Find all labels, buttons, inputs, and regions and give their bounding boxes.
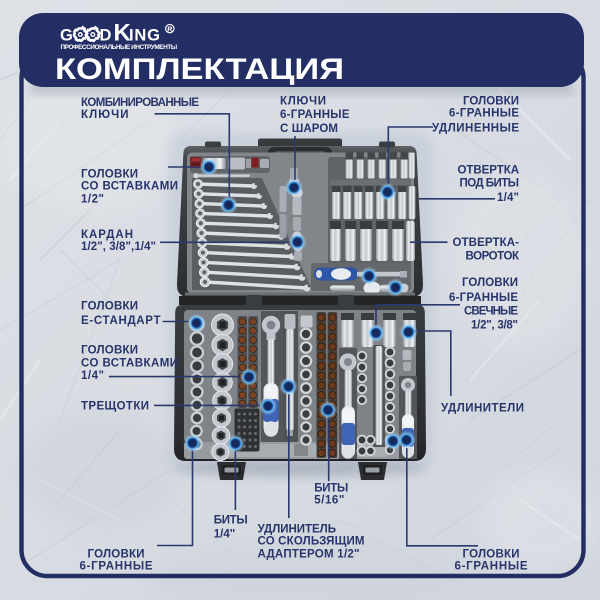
svg-text:КАРДАН: КАРДАН xyxy=(81,229,133,241)
svg-text:СВЕЧНЫЕ: СВЕЧНЫЕ xyxy=(464,305,518,317)
svg-text:БИТЫ: БИТЫ xyxy=(214,514,248,526)
svg-text:УДЛИНЕННЫЕ: УДЛИНЕННЫЕ xyxy=(432,122,519,134)
svg-text:КЛЮЧИ: КЛЮЧИ xyxy=(280,96,326,108)
svg-text:СО СКОЛЬЗЯЩИМ: СО СКОЛЬЗЯЩИМ xyxy=(258,535,365,547)
svg-text:5/16": 5/16" xyxy=(314,494,344,506)
svg-text:УДЛИНИТЕЛИ: УДЛИНИТЕЛИ xyxy=(441,402,524,414)
svg-text:ГОЛОВКИ: ГОЛОВКИ xyxy=(463,95,519,107)
svg-text:С ШАРОМ: С ШАРОМ xyxy=(280,123,338,135)
svg-text:1/2", 3/8": 1/2", 3/8" xyxy=(471,319,518,331)
svg-text:Е-СТАНДАРТ: Е-СТАНДАРТ xyxy=(81,315,161,327)
svg-text:K: K xyxy=(114,20,132,47)
svg-text:ГОЛОВКИ: ГОЛОВКИ xyxy=(81,344,138,356)
svg-text:G: G xyxy=(60,27,73,45)
svg-text:ГОЛОВКИ: ГОЛОВКИ xyxy=(81,301,138,313)
svg-text:КОМБИНИРОВАННЫЕ: КОМБИНИРОВАННЫЕ xyxy=(81,97,199,109)
svg-text:6-ГРАННЫЕ: 6-ГРАННЫЕ xyxy=(449,292,518,304)
svg-text:БИТЫ: БИТЫ xyxy=(314,482,348,494)
svg-text:ТРЕЩОТКИ: ТРЕЩОТКИ xyxy=(81,401,149,413)
svg-text:R: R xyxy=(167,24,173,33)
svg-text:АДАПТЕРОМ 1/2": АДАПТЕРОМ 1/2" xyxy=(258,548,360,560)
svg-text:ОТВЕРТКА-: ОТВЕРТКА- xyxy=(453,237,520,249)
svg-text:ОТВЕРТКА: ОТВЕРТКА xyxy=(458,164,520,176)
svg-text:D: D xyxy=(100,27,112,45)
svg-text:ГОЛОВКИ: ГОЛОВКИ xyxy=(81,168,138,180)
svg-text:ПОД БИТЫ: ПОД БИТЫ xyxy=(460,177,520,189)
svg-text:1/4": 1/4" xyxy=(214,528,236,540)
svg-text:КЛЮЧИ: КЛЮЧИ xyxy=(81,109,129,121)
svg-text:КОМПЛЕКТАЦИЯ: КОМПЛЕКТАЦИЯ xyxy=(55,53,344,86)
svg-text:1/4": 1/4" xyxy=(81,370,104,382)
svg-text:6-ГРАННЫЕ: 6-ГРАННЫЕ xyxy=(280,109,350,121)
svg-text:ПРОФЕССИОНАЛЬНЫЕ ИНСТРУМЕНТЫ: ПРОФЕССИОНАЛЬНЫЕ ИНСТРУМЕНТЫ xyxy=(61,44,178,51)
svg-text:6-ГРАННЫЕ: 6-ГРАННЫЕ xyxy=(80,560,153,572)
svg-text:УДЛИНИТЕЛЬ: УДЛИНИТЕЛЬ xyxy=(258,523,337,535)
svg-text:ВОРОТОК: ВОРОТОК xyxy=(466,250,520,262)
svg-text:ГОЛОВКИ: ГОЛОВКИ xyxy=(463,548,520,560)
svg-text:ГОЛОВКИ: ГОЛОВКИ xyxy=(88,548,145,560)
svg-text:6-ГРАННЫЕ: 6-ГРАННЫЕ xyxy=(455,560,528,572)
svg-text:1/2": 1/2" xyxy=(81,194,104,206)
svg-text:СО ВСТАВКАМИ: СО ВСТАВКАМИ xyxy=(81,357,178,369)
svg-text:ING: ING xyxy=(129,27,161,45)
svg-text:1/4": 1/4" xyxy=(497,192,519,204)
svg-text:1/2", 3/8",1/4": 1/2", 3/8",1/4" xyxy=(81,241,156,253)
svg-text:6-ГРАННЫЕ: 6-ГРАННЫЕ xyxy=(449,107,519,119)
svg-text:ГОЛОВКИ: ГОЛОВКИ xyxy=(462,277,518,289)
svg-text:СО ВСТАВКАМИ: СО ВСТАВКАМИ xyxy=(81,181,178,193)
